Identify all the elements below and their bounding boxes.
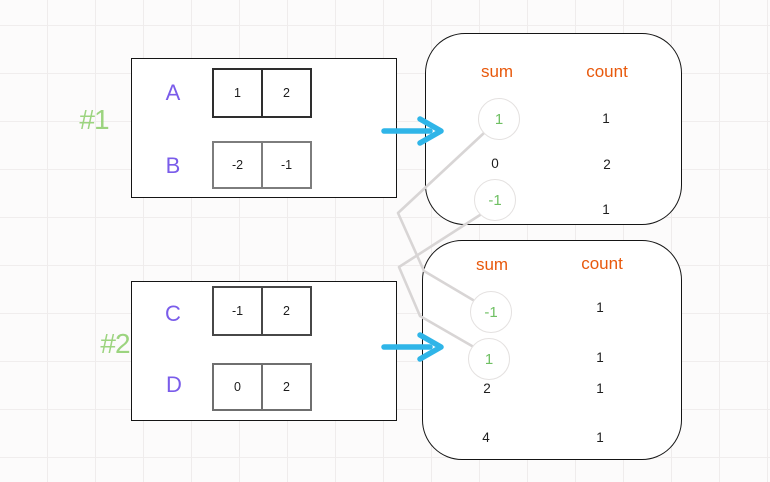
array-c-cells: -1 2 xyxy=(212,286,312,336)
count-value: 1 xyxy=(596,349,604,365)
highlight-circle: -1 xyxy=(474,179,516,221)
sum-value: 1 xyxy=(484,350,494,368)
count-value: 1 xyxy=(602,110,610,126)
array-d-cells: 0 2 xyxy=(212,363,312,411)
group-1-label: #1 xyxy=(79,104,109,135)
highlight-circle: 1 xyxy=(478,98,520,140)
array-b-cells: -2 -1 xyxy=(212,141,312,189)
array-cell: 2 xyxy=(261,286,312,336)
array-a-label: A xyxy=(165,80,181,105)
highlight-circle: -1 xyxy=(470,291,512,333)
count-header: count xyxy=(581,254,623,273)
sum-header: sum xyxy=(475,255,509,274)
sum-value: -1 xyxy=(488,191,502,209)
count-value: 2 xyxy=(603,156,611,172)
array-cell: 2 xyxy=(261,68,312,118)
array-c-label: C xyxy=(165,301,181,326)
count-value: 1 xyxy=(602,201,610,217)
count-value: 1 xyxy=(596,299,604,315)
array-cell: -2 xyxy=(212,141,263,189)
array-cell: 0 xyxy=(212,363,263,411)
count-value: 1 xyxy=(596,429,604,445)
sum-value: 1 xyxy=(494,110,504,128)
highlight-circle: 1 xyxy=(468,338,510,380)
results-table-1-box xyxy=(425,33,682,225)
sum-value: -1 xyxy=(484,303,498,321)
array-b-label: B xyxy=(165,153,181,178)
results-table-2-box xyxy=(422,240,682,460)
array-cell: 1 xyxy=(212,68,263,118)
count-header: count xyxy=(586,62,628,81)
sum-value: 4 xyxy=(482,429,490,445)
array-cell: 2 xyxy=(261,363,312,411)
array-a-cells: 1 2 xyxy=(212,68,312,118)
array-cell: -1 xyxy=(261,141,312,189)
sum-header: sum xyxy=(480,62,514,81)
sum-value: 0 xyxy=(491,155,499,171)
count-value: 1 xyxy=(596,380,604,396)
array-d-label: D xyxy=(166,372,182,397)
array-cell: -1 xyxy=(212,286,263,336)
group-2-label: #2 xyxy=(100,328,130,359)
sum-value: 2 xyxy=(483,380,491,396)
